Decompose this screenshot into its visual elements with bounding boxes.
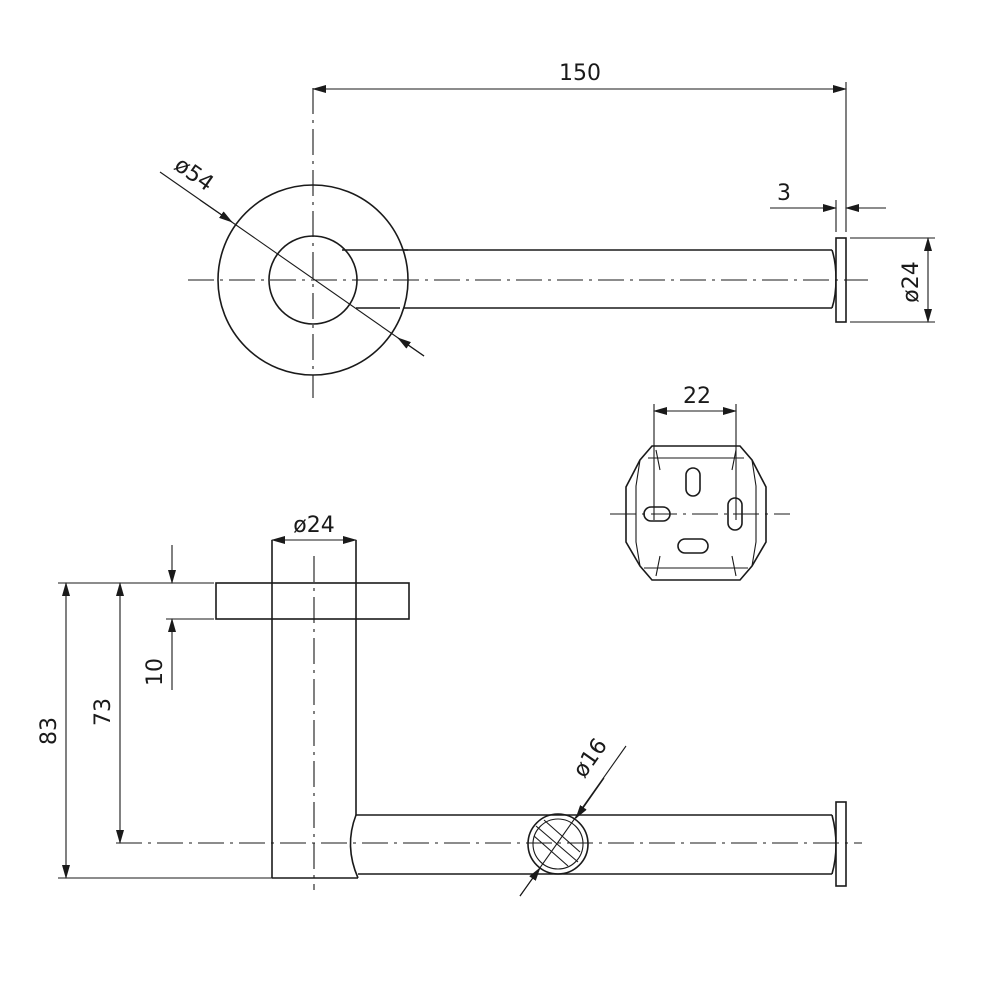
dim-diameter-16-label: ø16 [569, 734, 613, 782]
dim-3-label: 3 [777, 181, 791, 206]
dim-diameter-24-top-label: ø24 [899, 261, 924, 302]
mounting-plate-outline [625, 445, 767, 581]
mounting-plate-view: 22 [610, 384, 790, 581]
dim-73-label: 73 [91, 698, 116, 726]
top-view: 150 3 ø24 ø54 [159, 61, 935, 398]
top-bar [342, 249, 837, 309]
dim-10-label: 10 [143, 658, 168, 686]
dim-diameter-24-post-label: ø24 [293, 513, 334, 538]
tube-section [527, 813, 589, 875]
side-flange [215, 582, 410, 620]
dim-83-label: 83 [37, 717, 62, 745]
side-view: ø24 10 73 83 ø16 [37, 513, 862, 897]
dim-150-label: 150 [559, 61, 601, 86]
dim-diameter-54-label: ø54 [170, 153, 218, 197]
side-end-cap [835, 801, 847, 887]
slot-top [685, 467, 701, 497]
dim-22-label: 22 [683, 384, 711, 409]
slot-bottom [677, 538, 709, 554]
